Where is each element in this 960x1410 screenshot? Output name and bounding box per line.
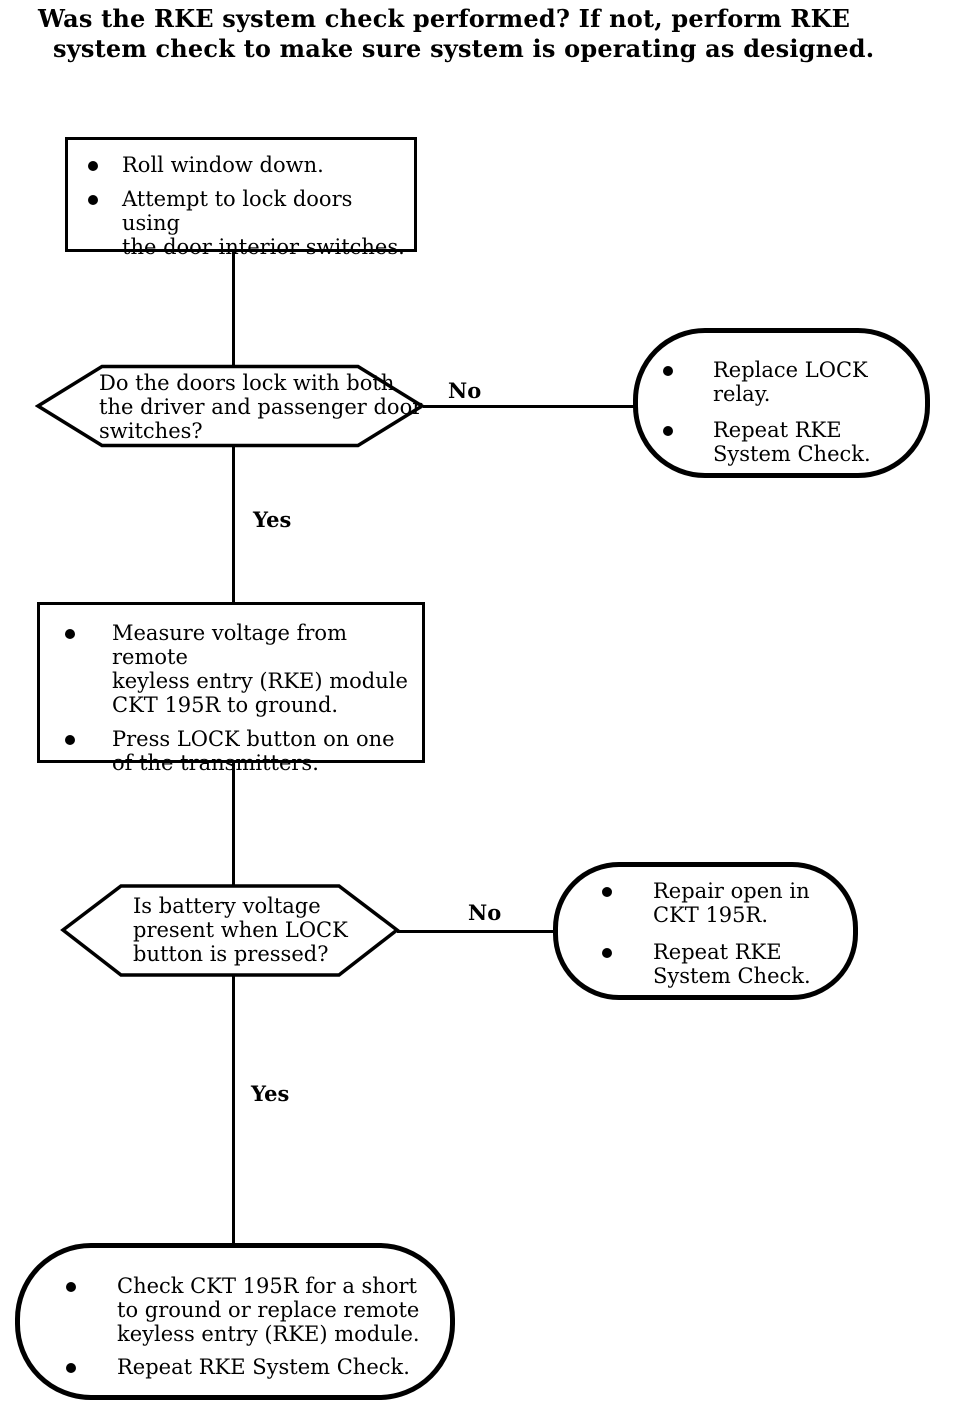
bullet-item: Repeat RKE System Check.: [602, 940, 849, 988]
bullet-icon: [663, 366, 673, 376]
bullet-icon: [602, 948, 612, 958]
terminal2-item1-text: Repair open in CKT 195R.: [653, 879, 810, 927]
step2-item2-text: Press LOCK button on one of the transmit…: [112, 727, 395, 775]
page-title: Was the RKE system check performed? If n…: [38, 4, 874, 64]
decision2-text: Is battery voltage present when LOCK but…: [133, 894, 348, 966]
edge-label-no2: No: [468, 900, 502, 925]
bullet-item: Attempt to lock doors using the door int…: [88, 187, 408, 259]
terminal-repair-open-ckt195r: Repair open in CKT 195R. Repeat RKE Syst…: [553, 862, 858, 1000]
bullet-icon: [602, 887, 612, 897]
process-step2: Measure voltage from remote keyless entr…: [37, 602, 425, 775]
terminal1-item2-text: Repeat RKE System Check.: [713, 418, 871, 466]
bullet-icon: [65, 629, 75, 639]
terminal-replace-lock-relay: Replace LOCK relay. Repeat RKE System Ch…: [633, 328, 930, 478]
decision1-text: Do the doors lock with both the driver a…: [99, 371, 423, 443]
step1-item2-text: Attempt to lock doors using the door int…: [122, 187, 405, 259]
step2-item1-text: Measure voltage from remote keyless entr…: [112, 621, 408, 717]
bullet-icon: [663, 426, 673, 436]
bullet-item: Repeat RKE System Check.: [663, 418, 921, 466]
bullet-icon: [66, 1363, 76, 1373]
process-step1: Roll window down. Attempt to lock doors …: [65, 137, 417, 259]
bullet-icon: [88, 195, 98, 205]
bullet-item: Measure voltage from remote keyless entr…: [65, 621, 418, 717]
terminal1-item1-text: Replace LOCK relay.: [713, 358, 868, 406]
connector-decision2-no-line: [397, 930, 555, 933]
edge-label-yes2: Yes: [251, 1081, 290, 1106]
bullet-icon: [66, 1282, 76, 1292]
terminal3-item2-text: Repeat RKE System Check.: [117, 1355, 410, 1379]
hexagon-shape: [35, 364, 425, 448]
hexagon-shape: [60, 884, 400, 977]
terminal2-item2-text: Repeat RKE System Check.: [653, 940, 811, 988]
edge-label-no1: No: [448, 378, 482, 403]
page-title-line1: Was the RKE system check performed? If n…: [38, 4, 851, 33]
bullet-item: Check CKT 195R for a short to ground or …: [66, 1274, 446, 1346]
bullet-icon: [65, 735, 75, 745]
page-title-line2: system check to make sure system is oper…: [53, 34, 875, 63]
bullet-item: Repeat RKE System Check.: [66, 1355, 446, 1379]
bullet-item: Repair open in CKT 195R.: [602, 879, 849, 927]
step1-item1-text: Roll window down.: [122, 153, 324, 177]
decision2: Is battery voltage present when LOCK but…: [60, 883, 400, 978]
bullet-item: Replace LOCK relay.: [663, 358, 921, 406]
connector-step2-to-decision2: [232, 761, 235, 885]
connector-decision1-no-line: [423, 405, 635, 408]
connector-decision1-to-step2: [232, 446, 235, 604]
bullet-icon: [88, 161, 98, 171]
bullet-item: Press LOCK button on one of the transmit…: [65, 727, 418, 775]
connector-decision2-to-terminal3: [232, 976, 235, 1245]
connector-step1-to-decision1: [232, 250, 235, 366]
bullet-item: Roll window down.: [88, 153, 408, 177]
terminal-check-ckt195r-short: Check CKT 195R for a short to ground or …: [15, 1243, 455, 1400]
decision1: Do the doors lock with both the driver a…: [35, 364, 425, 448]
terminal3-item1-text: Check CKT 195R for a short to ground or …: [117, 1274, 420, 1346]
edge-label-yes1: Yes: [253, 507, 292, 532]
